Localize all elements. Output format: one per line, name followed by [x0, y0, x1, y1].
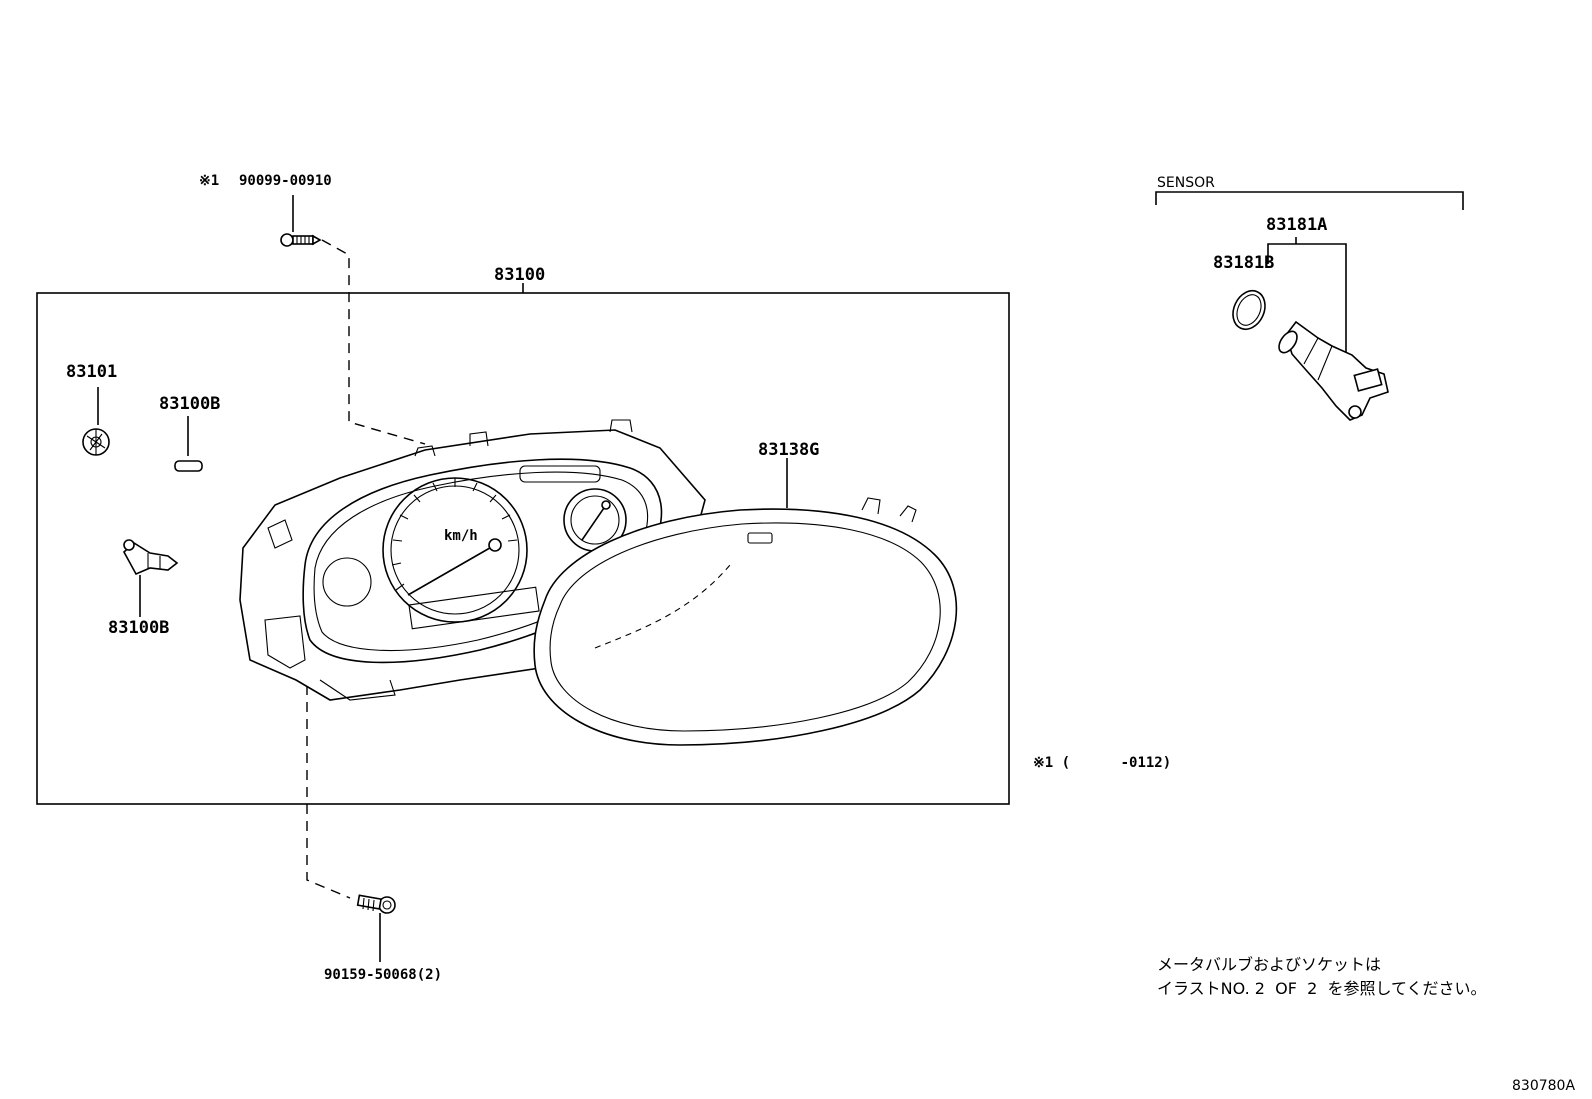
- glass-part-number[interactable]: 83138G: [758, 440, 819, 460]
- sensor-b-part-number[interactable]: 83181B: [1213, 253, 1274, 273]
- bulb-top-icon[interactable]: [174, 416, 203, 472]
- screw-top-leader: [321, 239, 426, 445]
- assembly-part-number[interactable]: 83100: [494, 265, 545, 285]
- diagram-id: 830780A: [1512, 1078, 1575, 1094]
- bulb-bottom-part-number[interactable]: 83100B: [108, 618, 169, 638]
- screw-bottom-part-number[interactable]: 90159-50068(2): [324, 967, 442, 983]
- speed-sensor-icon[interactable]: [1275, 320, 1389, 421]
- note-line-1: メータバルブおよびソケットは: [1157, 955, 1381, 974]
- o-ring-icon[interactable]: [1227, 286, 1271, 335]
- screw-bottom-icon[interactable]: [356, 894, 396, 962]
- screw-bottom-leader: [306, 668, 351, 899]
- note-line-2: イラストNO. 2 OF 2 を参照してください。: [1157, 979, 1486, 998]
- sensor-bracket: [1155, 191, 1464, 355]
- sensor-group-label: SENSOR: [1157, 175, 1215, 191]
- sensor-a-part-number[interactable]: 83181A: [1266, 215, 1327, 235]
- bulb-bottom-icon[interactable]: [122, 539, 179, 617]
- gauge-unit-label: km/h: [444, 528, 478, 544]
- meter-glass-icon[interactable]: [533, 458, 958, 746]
- bulb-top-part-number[interactable]: 83100B: [159, 394, 220, 414]
- screw-top-part-number[interactable]: 90099-00910: [239, 173, 332, 189]
- bulb-socket-icon[interactable]: [82, 387, 110, 456]
- bulb-socket-part-number[interactable]: 83101: [66, 362, 117, 382]
- footnote-text: ※1 ( -0112): [1033, 755, 1171, 771]
- screw-top-icon[interactable]: [280, 195, 322, 247]
- screw-top-mark: ※1: [199, 173, 219, 189]
- assembly-box: [36, 283, 1010, 805]
